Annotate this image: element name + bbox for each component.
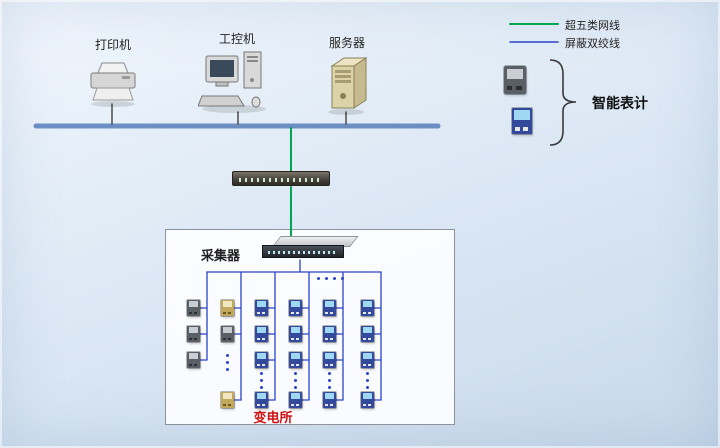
meter-icon [221, 300, 234, 316]
meter-icon [255, 326, 268, 342]
meter-icon [255, 392, 268, 408]
smart-meter-sample-icon [504, 66, 526, 94]
ellipsis-dot [328, 379, 331, 382]
server-icon [324, 56, 370, 116]
meter-icon [221, 326, 234, 342]
ellipsis-dot [325, 277, 328, 280]
meter-icon [289, 326, 302, 342]
ellipsis-dot [260, 379, 263, 382]
ellipsis-dot [294, 386, 297, 389]
meter-icon [361, 300, 374, 316]
ellipsis-dot [260, 386, 263, 389]
ellipsis-dot [333, 277, 336, 280]
substation-label: 变电所 [253, 410, 293, 425]
meter-icon [361, 392, 374, 408]
ellipsis-dot [366, 372, 369, 375]
meter-icon [255, 300, 268, 316]
meter-icon [323, 300, 336, 316]
meter-icon [323, 352, 336, 368]
meter-icon [289, 300, 302, 316]
ellipsis-dot [294, 379, 297, 382]
collector-icon [262, 236, 359, 262]
ellipsis-dot [260, 372, 263, 375]
ellipsis-dot [226, 361, 229, 364]
meter-icon [187, 352, 200, 368]
meter-icon [187, 300, 200, 316]
meter-icon [323, 392, 336, 408]
meter-icon [323, 326, 336, 342]
switch-ports [239, 178, 323, 182]
meter-icon [255, 352, 268, 368]
ellipsis-dot [294, 372, 297, 375]
ellipsis-dot [328, 386, 331, 389]
meter-icon [361, 326, 374, 342]
network-switch-icon [232, 171, 330, 186]
computer-label: 工控机 [218, 32, 256, 46]
printer-label: 打印机 [94, 38, 132, 52]
ellipsis-dot [328, 372, 331, 375]
ellipsis-dot [341, 277, 344, 280]
meter-icon [361, 352, 374, 368]
ellipsis-dot [226, 368, 229, 371]
ellipsis-dot [366, 379, 369, 382]
meter-icon [289, 352, 302, 368]
meter-icon [221, 392, 234, 408]
ellipsis-dot [226, 354, 229, 357]
substation-box [165, 229, 455, 425]
legend-stp-label: 屏蔽双绞线 [565, 38, 620, 50]
industrial-computer-icon [197, 50, 278, 114]
ellipsis-dot [366, 386, 369, 389]
legend-cat5e-label: 超五类网线 [565, 20, 620, 32]
meter-icon [187, 326, 200, 342]
ellipsis-dot [317, 277, 320, 280]
collector-label: 采集器 [201, 248, 241, 263]
server-label: 服务器 [328, 36, 366, 50]
printer-icon [86, 62, 140, 108]
meter-icon [289, 392, 302, 408]
smart-meter-sample-icon [512, 108, 532, 134]
smart-meters-label: 智能表计 [592, 97, 648, 112]
collector-front-face [262, 245, 344, 258]
brace-icon [549, 59, 577, 146]
